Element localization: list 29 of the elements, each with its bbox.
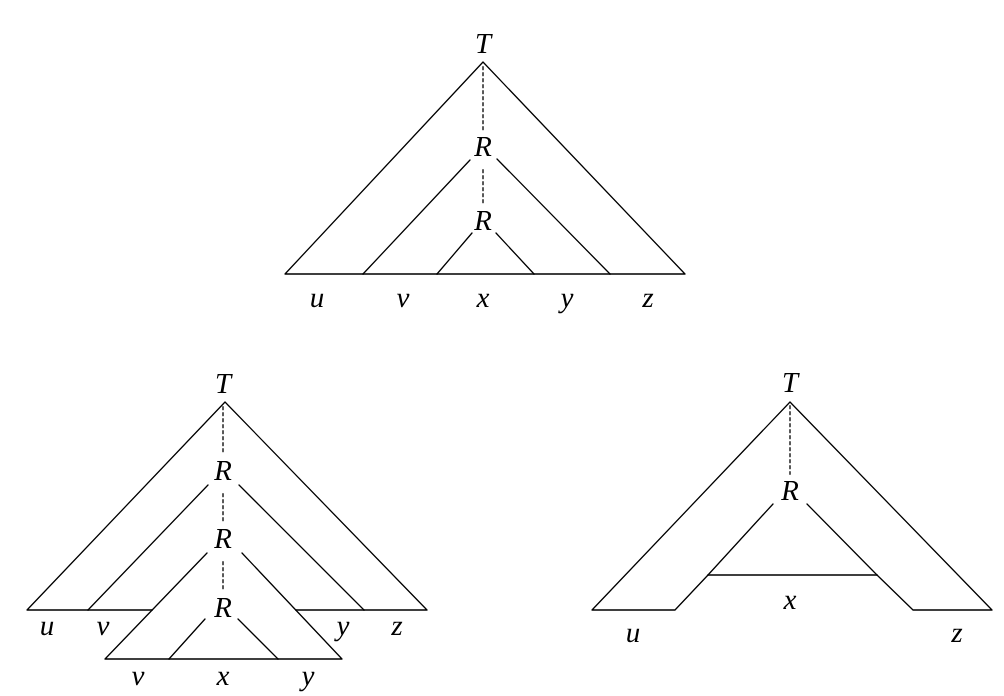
letter-label: z (391, 621, 403, 635)
letter-label: u (311, 293, 324, 308)
node-label: R (474, 211, 492, 230)
letter-label: v (396, 293, 410, 308)
dashed-line (789, 405, 791, 475)
letter-label: u (41, 621, 54, 636)
letter-label: y (558, 293, 574, 314)
node-label: R (474, 137, 492, 156)
node-label: R (214, 461, 232, 480)
letter-label: z (951, 628, 963, 642)
letter-label: v (131, 671, 145, 686)
letter-label: z (642, 293, 654, 307)
node-label: R (214, 598, 232, 617)
letter-label: y (299, 671, 315, 692)
letter-label: y (334, 621, 350, 642)
node-label: T (783, 373, 800, 392)
dashed-line (482, 169, 484, 205)
node-label: T (476, 34, 493, 53)
letter-label: x (216, 671, 230, 685)
letter-label: x (476, 293, 490, 307)
dashed-line (222, 406, 224, 455)
letter-label: u (627, 628, 640, 643)
node-label: R (214, 529, 232, 548)
dashed-line (222, 493, 224, 523)
node-label: R (781, 481, 799, 500)
letter-label: v (96, 621, 110, 636)
dashed-line (222, 561, 224, 592)
letter-label: x (783, 595, 797, 609)
node-label: T (216, 374, 233, 393)
